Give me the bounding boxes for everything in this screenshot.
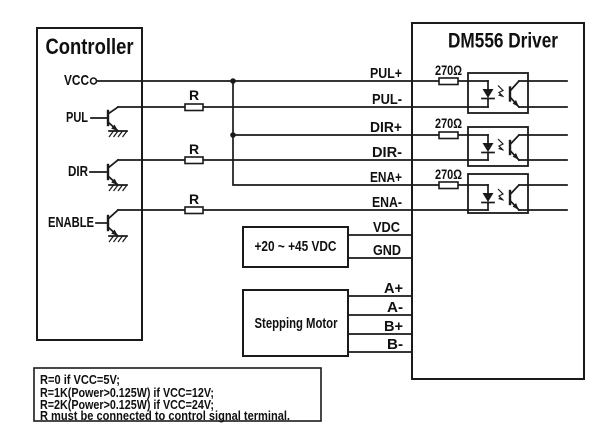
- terminal-label-a-plus: A+: [384, 280, 403, 297]
- ground-symbol: [108, 235, 128, 243]
- resistor-r-pul: [184, 103, 204, 112]
- note-line-2: R=1K(Power>0.125W) if VCC=12V;: [40, 386, 214, 400]
- phototransistor-symbol: [508, 183, 521, 212]
- power-supply-label: +20 ~ +45 VDC: [255, 239, 337, 255]
- phototransistor-symbol: [508, 79, 521, 109]
- pin-label-vcc: VCC: [64, 72, 89, 89]
- pin-label-dir: DIR: [68, 163, 88, 180]
- controller-title: Controller: [46, 34, 134, 59]
- ground-symbol: [108, 184, 128, 192]
- emitter-arrow-icon: [111, 124, 118, 131]
- driver-title: DM556 Driver: [448, 30, 558, 53]
- ground-symbol: [108, 130, 128, 138]
- led-symbol: [481, 80, 495, 108]
- light-arrow-icon: [497, 138, 505, 151]
- emitter-arrow-icon: [111, 178, 118, 185]
- power-supply-box: [242, 226, 349, 268]
- terminal-label-vdc: VDC: [373, 219, 400, 236]
- light-arrow-icon: [497, 85, 505, 98]
- terminal-label-a-minus: A-: [387, 299, 403, 316]
- controller-box: [36, 27, 143, 341]
- resistor-label-r-dir: R: [189, 141, 199, 157]
- wire-vcc-bus-ena-plus: [232, 80, 489, 186]
- npn-transistor-pul: [90, 105, 128, 138]
- resistor-270-ena: [438, 181, 459, 190]
- terminal-label-gnd: GND: [373, 242, 401, 259]
- resistor-270-pul: [438, 77, 459, 86]
- terminal-label-dir-plus: DIR+: [370, 119, 402, 136]
- terminal-label-pul-minus: PUL-: [372, 91, 402, 108]
- phototransistor-symbol: [508, 133, 521, 162]
- note-line-4: R must be connected to control signal te…: [40, 409, 290, 423]
- stepping-motor-label: Stepping Motor: [255, 316, 338, 332]
- npn-transistor-enable: [95, 208, 128, 243]
- resistor-r-ena: [184, 206, 204, 215]
- note-line-3: R=2K(Power>0.125W) if VCC=24V;: [40, 398, 214, 412]
- led-symbol: [481, 184, 495, 211]
- note-line-1: R=0 if VCC=5V;: [40, 373, 120, 387]
- stepping-motor-box: [242, 289, 349, 357]
- pin-label-pul: PUL: [66, 109, 88, 126]
- driver-box: [411, 22, 585, 380]
- optocoupler-pul: [467, 72, 529, 114]
- light-arrow-icon: [497, 188, 505, 201]
- terminal-label-ena-minus: ENA-: [372, 194, 402, 211]
- terminal-label-dir-minus: DIR-: [372, 144, 402, 161]
- note-box: [33, 367, 322, 422]
- resistor-r-dir: [184, 156, 204, 165]
- pin-label-enable: ENABLE: [48, 214, 94, 231]
- npn-transistor-dir: [89, 158, 128, 192]
- resistor-label-270-dir: 270Ω: [435, 115, 462, 131]
- resistor-label-r-pul: R: [189, 87, 199, 103]
- terminal-label-ena-plus: ENA+: [370, 169, 402, 186]
- vcc-terminal-circle: [89, 77, 98, 85]
- optocoupler-dir: [467, 126, 529, 167]
- resistor-270-dir: [438, 131, 459, 140]
- resistor-label-270-ena: 270Ω: [435, 166, 462, 182]
- led-symbol: [481, 134, 495, 161]
- signal-wires: [95, 78, 568, 353]
- terminal-label-b-minus: B-: [387, 336, 403, 353]
- resistor-label-270-pul: 270Ω: [435, 62, 462, 78]
- junction-dot: [230, 78, 236, 84]
- terminal-label-pul-plus: PUL+: [370, 65, 402, 82]
- terminal-label-b-plus: B+: [384, 318, 403, 335]
- optocoupler-ena: [467, 173, 529, 214]
- resistor-label-r-ena: R: [189, 191, 199, 207]
- emitter-arrow-icon: [111, 229, 118, 236]
- junction-dot: [230, 132, 236, 138]
- wire-opto-outputs: [518, 80, 568, 211]
